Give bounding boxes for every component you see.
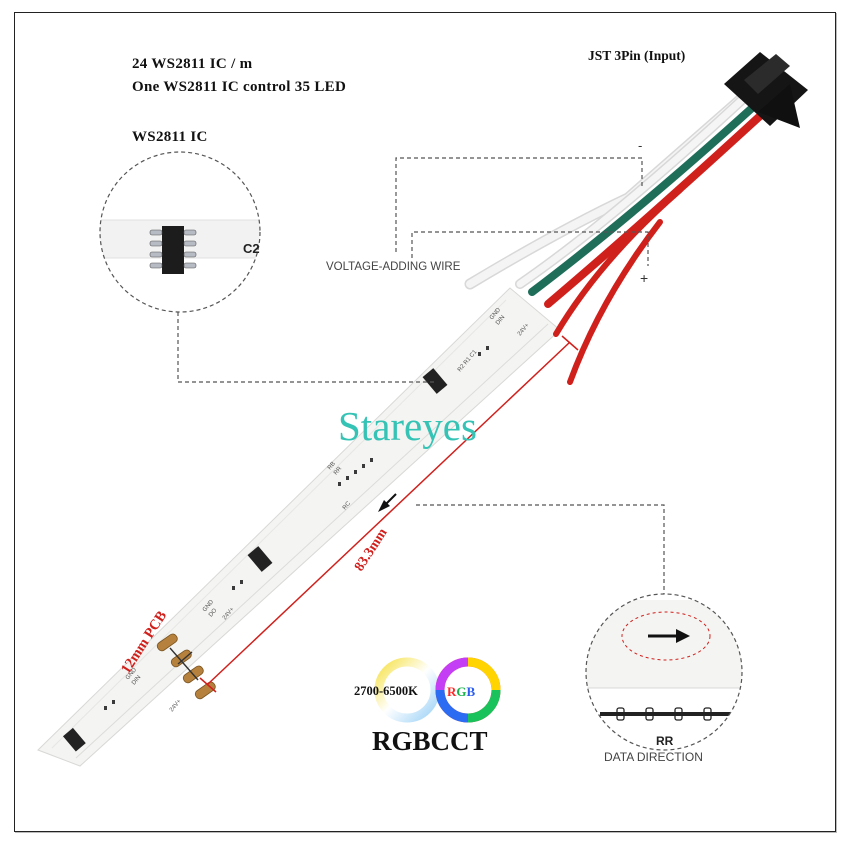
svg-text:24V+: 24V+: [169, 698, 183, 713]
spec-ic-per-meter: 24 WS2811 IC / m: [132, 56, 253, 72]
strip-ic-chip: [62, 368, 448, 752]
length-dimension: [199, 335, 579, 693]
svg-text:RC: RC: [342, 500, 353, 511]
wires: [464, 92, 764, 385]
strip-led-dots: [104, 346, 489, 710]
rgb-label: RGB: [447, 684, 475, 700]
rgbcct-logo: [374, 657, 501, 723]
svg-text:RR: RR: [333, 465, 344, 476]
strip-marking-label: RR: [656, 734, 674, 748]
data-direction-label: DATA DIRECTION: [604, 750, 703, 764]
cct-range-label: 2700-6500K: [354, 684, 418, 698]
ic-magnifier: [99, 151, 261, 313]
voltage-wire-label: VOLTAGE-ADDING WIRE: [326, 261, 461, 273]
strip-arrow: [378, 493, 397, 512]
svg-text:DIN: DIN: [131, 675, 142, 687]
brand-watermark: Stareyes: [338, 403, 477, 449]
spec-leds-per-ic: One WS2811 IC control 35 LED: [132, 79, 347, 95]
minus-sign: -: [638, 138, 643, 153]
svg-text:RB: RB: [327, 461, 337, 471]
rgb-letter-r: R: [447, 684, 457, 699]
jst-connector: [724, 52, 808, 128]
plus-sign: +: [640, 270, 649, 286]
ic-marking: C2: [243, 241, 260, 256]
led-strip: [37, 287, 561, 767]
rgb-letter-b: B: [466, 684, 476, 699]
callout-lines: [177, 157, 665, 596]
svg-text:DIN: DIN: [495, 315, 506, 327]
direction-magnifier: [585, 593, 743, 751]
ic-label: WS2811 IC: [132, 129, 208, 145]
svg-text:DO: DO: [208, 607, 219, 618]
product-label: RGBCCT: [372, 726, 488, 756]
image-frame: [14, 12, 836, 832]
connector-label: JST 3Pin (Input): [588, 48, 686, 63]
rgb-letter-g: G: [456, 684, 467, 699]
